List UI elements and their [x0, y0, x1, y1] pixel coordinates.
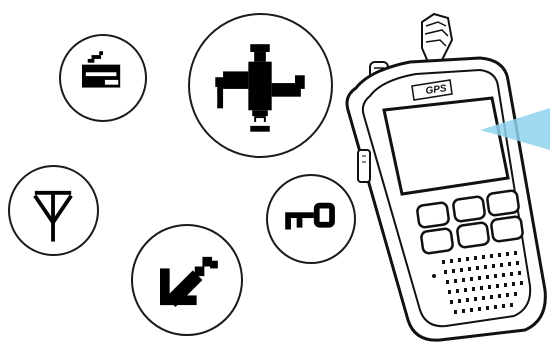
airplane-icon-circle: [188, 13, 333, 158]
screen-glare: [480, 108, 550, 150]
antenna-icon-circle: [8, 165, 99, 256]
handheld-radio-illustration: GPS: [330, 0, 550, 343]
gps-badge-label: GPS: [425, 83, 448, 97]
key-icon: [285, 202, 335, 230]
handheld-radio: GPS: [345, 12, 550, 342]
radio-icon-circle: [59, 34, 147, 122]
radio-icon: [82, 51, 121, 88]
antenna-icon: [33, 190, 73, 242]
arrow-icon: [160, 256, 218, 307]
airplane-icon: [215, 44, 305, 132]
arrow-icon-circle: [131, 224, 243, 336]
key-icon-circle: [266, 174, 356, 264]
